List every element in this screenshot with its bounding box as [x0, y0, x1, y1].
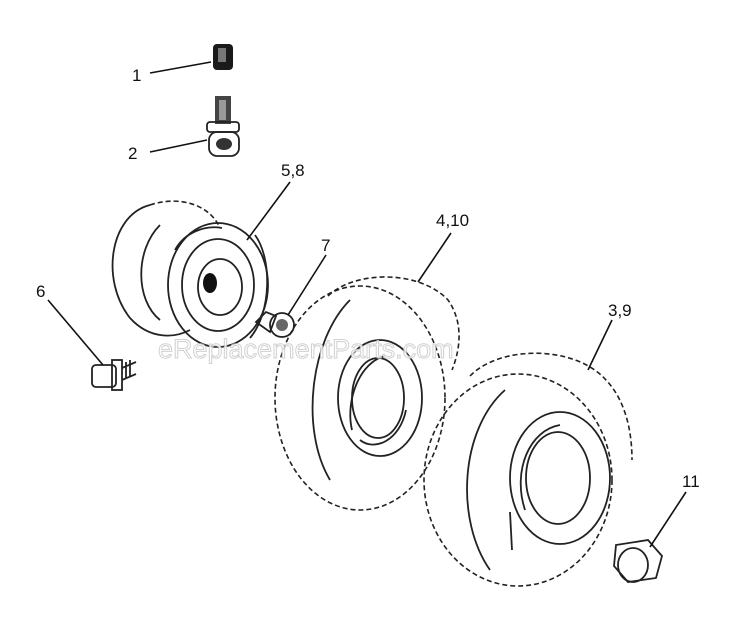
part-5-8-wheel-rim — [111, 200, 269, 348]
callout-4-10: 4,10 — [436, 211, 469, 230]
part-1-valve-cap — [213, 44, 233, 70]
callout-11: 11 — [682, 472, 700, 491]
callout-1: 1 — [132, 66, 141, 85]
part-3-9-tire — [423, 352, 633, 587]
leader-line-4-10 — [417, 232, 452, 283]
part-11-cap-nut — [613, 539, 663, 583]
watermark-text: eReplacementParts.com — [158, 334, 454, 364]
callout-3-9: 3,9 — [608, 301, 632, 320]
leader-line-5-8 — [246, 181, 291, 241]
callout-7: 7 — [321, 236, 330, 255]
leader-line-1 — [149, 61, 212, 74]
leader-line-3-9 — [587, 319, 613, 371]
leader-line-7 — [287, 254, 327, 316]
part-4-10-tire — [274, 276, 460, 511]
part-7-bushing — [254, 310, 295, 338]
leader-line-6 — [47, 299, 104, 366]
callout-2: 2 — [128, 144, 137, 163]
callout-6: 6 — [36, 282, 45, 301]
callout-5-8: 5,8 — [281, 161, 305, 180]
leader-line-11 — [649, 491, 687, 548]
leader-line-2 — [149, 139, 208, 153]
part-2-valve-stem — [206, 96, 240, 157]
part-6-lug-bolt — [91, 359, 137, 391]
